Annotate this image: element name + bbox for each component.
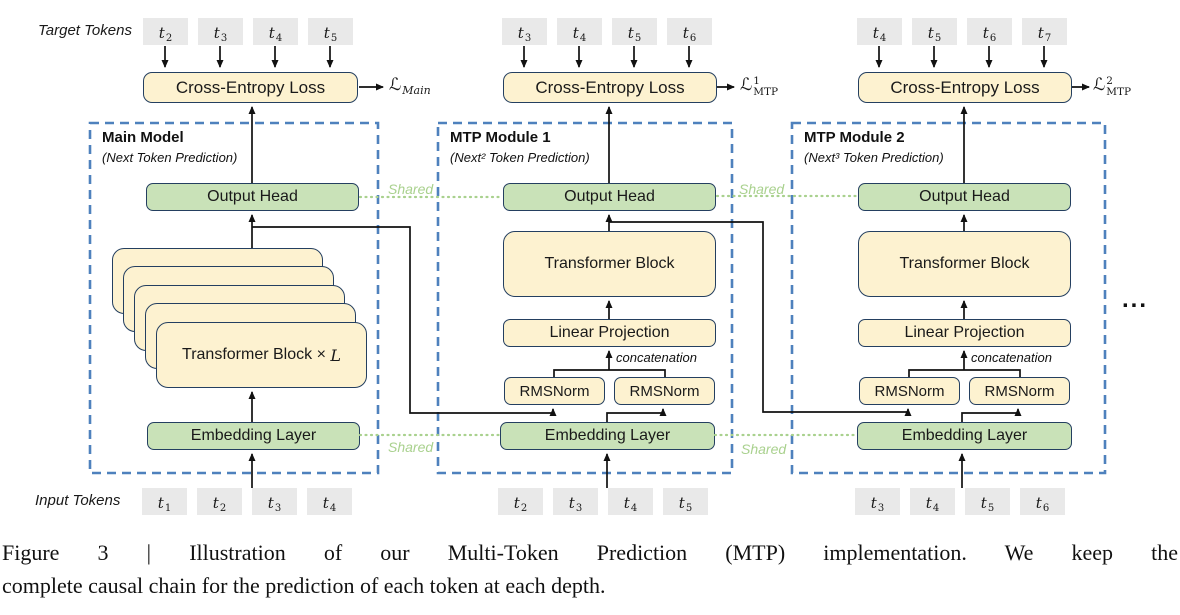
transformer-stack-front: Transformer Block × L	[156, 322, 367, 388]
linear-projection-mtp2: Linear Projection	[858, 319, 1071, 347]
embedding-layer-mtp2: Embedding Layer	[857, 422, 1072, 450]
shared-label-output-2: Shared	[739, 181, 785, 197]
target-tokens-label: Target Tokens	[38, 22, 132, 39]
transformer-block-mtp1: Transformer Block	[503, 231, 716, 297]
continuation-ellipsis: ...	[1122, 286, 1149, 313]
rmsnorm-left-mtp2: RMSNorm	[859, 377, 960, 405]
mtp1-title: MTP Module 1	[450, 129, 551, 146]
cross-entropy-loss-mtp2: Cross-Entropy Loss	[858, 72, 1072, 103]
main-model-title: Main Model	[102, 129, 184, 146]
rmsnorm-right-mtp1: RMSNorm	[614, 377, 715, 405]
linear-projection-mtp1: Linear Projection	[503, 319, 716, 347]
concatenation-label-mtp2: concatenation	[971, 350, 1052, 365]
figure-caption: Figure 3 | Illustration of our Multi-Tok…	[2, 536, 1178, 602]
output-head-mtp2: Output Head	[858, 183, 1071, 211]
rmsnorm-right-mtp2: RMSNorm	[969, 377, 1070, 405]
input-tokens-label: Input Tokens	[35, 492, 121, 509]
embedding-layer-mtp1: Embedding Layer	[500, 422, 715, 450]
shared-label-output-1: Shared	[388, 181, 434, 197]
caption-line-2: complete causal chain for the prediction…	[2, 573, 606, 598]
caption-line-1: Figure 3 | Illustration of our Multi-Tok…	[2, 540, 1178, 565]
cross-entropy-loss-mtp1: Cross-Entropy Loss	[503, 72, 717, 103]
concatenation-label-mtp1: concatenation	[616, 350, 697, 365]
mtp2-subtitle: (Next³ Token Prediction)	[804, 150, 944, 165]
rmsnorm-left-mtp1: RMSNorm	[504, 377, 605, 405]
main-model-subtitle: (Next Token Prediction)	[102, 150, 238, 165]
output-head-main: Output Head	[146, 183, 359, 211]
output-head-mtp1: Output Head	[503, 183, 716, 211]
transformer-block-mtp2: Transformer Block	[858, 231, 1071, 297]
mtp1-subtitle: (Next² Token Prediction)	[450, 150, 590, 165]
mtp2-title: MTP Module 2	[804, 129, 905, 146]
shared-label-embedding-1: Shared	[388, 439, 434, 455]
shared-label-embedding-2: Shared	[741, 441, 787, 457]
embedding-layer-main: Embedding Layer	[147, 422, 360, 450]
cross-entropy-loss-main: Cross-Entropy Loss	[143, 72, 358, 103]
